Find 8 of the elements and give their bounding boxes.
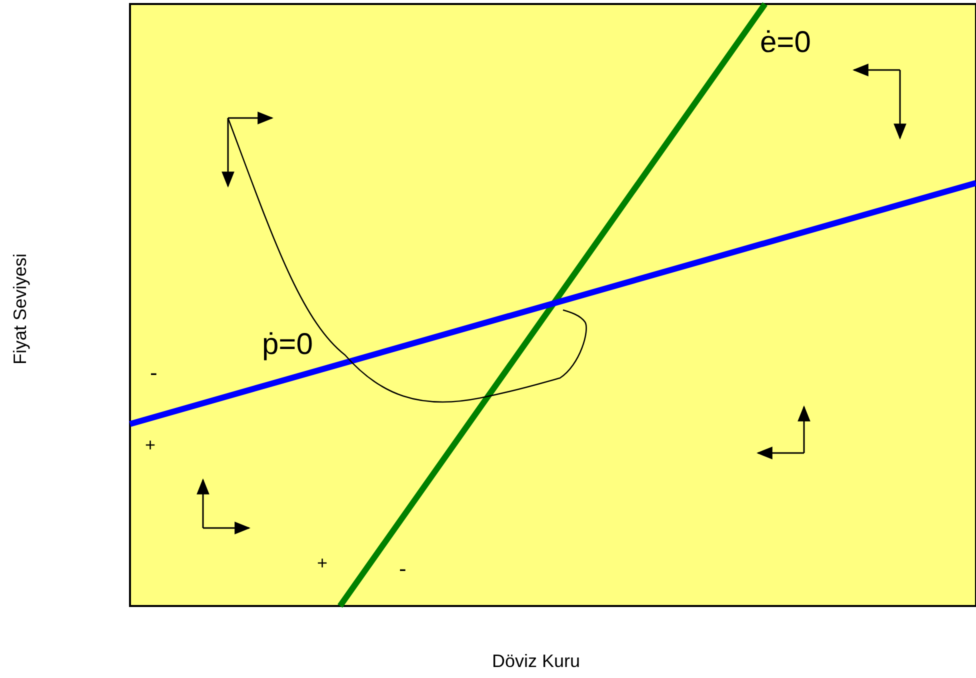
sign-label: - (150, 362, 158, 384)
curve-label: ṗ=0 (262, 330, 313, 360)
sign-label: - (399, 558, 406, 580)
axis-title: Fiyat Seviyesi (11, 252, 29, 367)
axis-title: Döviz Kuru (492, 652, 580, 670)
sign-label: + (145, 436, 156, 454)
curve-label: ė=0 (760, 28, 811, 58)
sign-label: + (317, 554, 328, 572)
